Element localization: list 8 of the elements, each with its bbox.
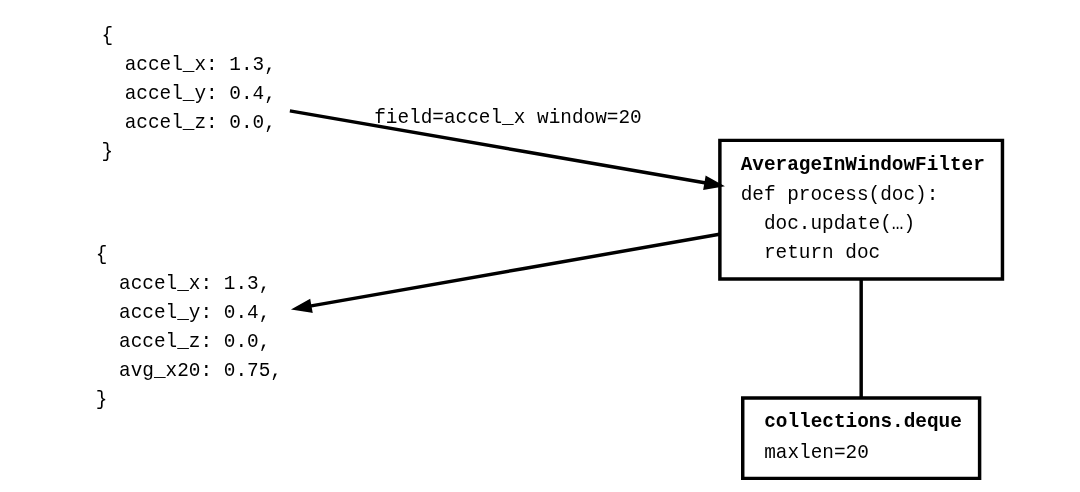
arrow [290,232,720,313]
node-text: { accel_x: 1.3, accel_y: 0.4, accel_z: 0.0, avg_x20: 0.75, } [95,243,282,412]
node-box: AverageInWindowFilter def process(doc): doc.update(…) return doc [717,138,1004,281]
arrow [289,109,725,190]
connector [858,279,863,398]
node-box: collections.deque maxlen=20 [740,396,981,481]
edge-label: field=accel_x window=20 [373,106,642,129]
node-text: { accel_x: 1.3, accel_y: 0.4, accel_z: 0.0, } [100,24,276,164]
